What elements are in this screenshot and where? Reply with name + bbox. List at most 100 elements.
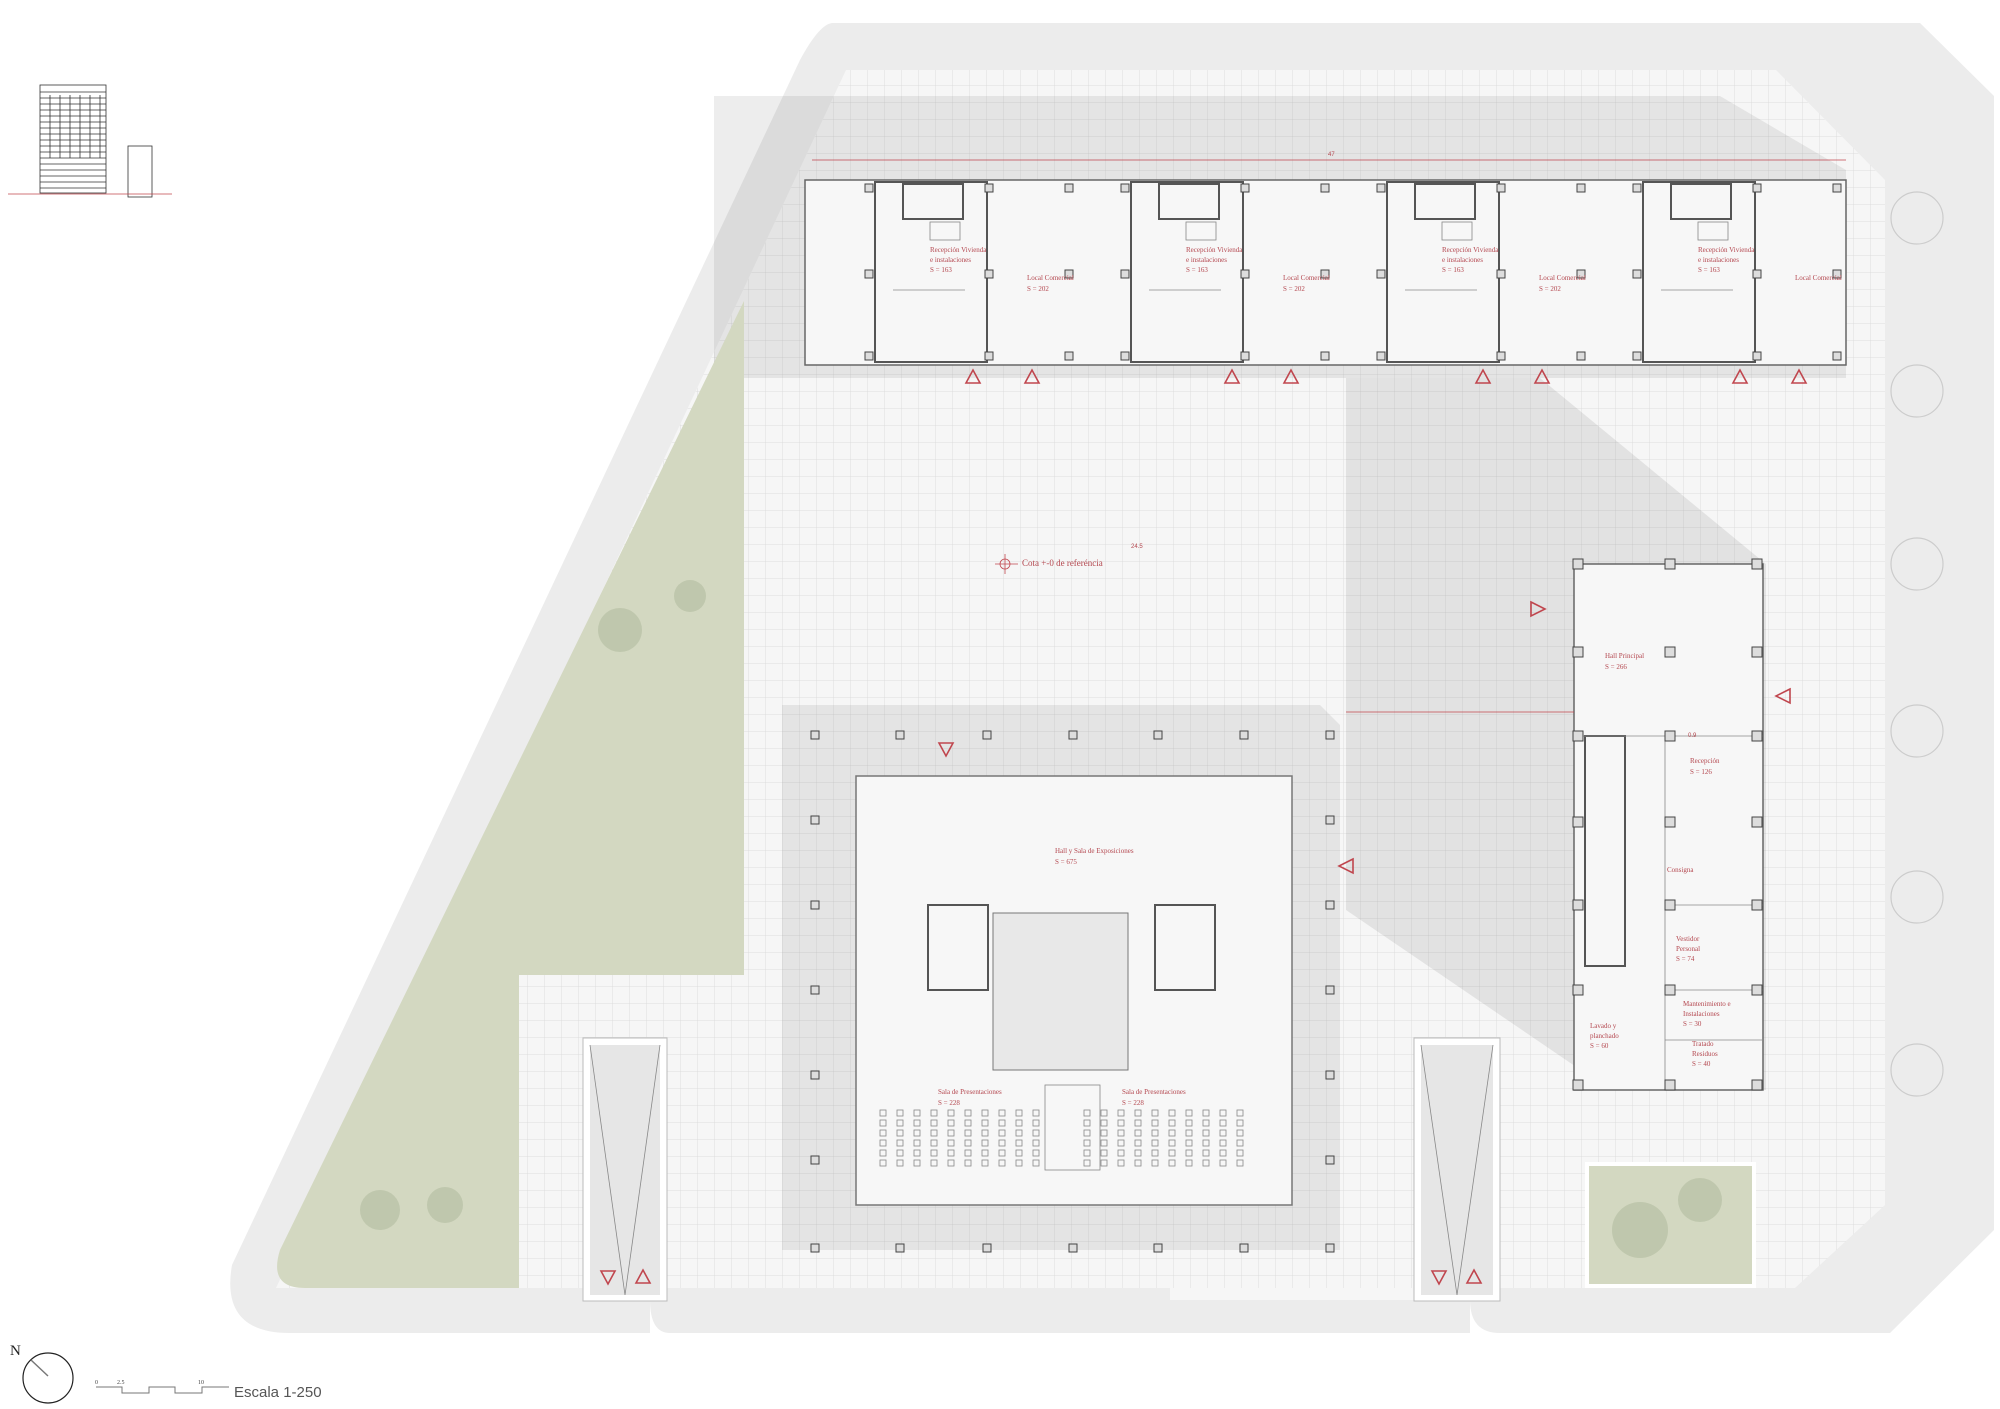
column [895, 1243, 905, 1253]
room-area: S = 60 [1590, 1042, 1609, 1050]
scale-title: Escala 1-250 [234, 1384, 322, 1401]
entrance-marker-icon [964, 368, 982, 384]
entrance-marker-icon [634, 1268, 652, 1284]
room-area: S = 30 [1683, 1020, 1702, 1028]
column [982, 1243, 992, 1253]
column [1120, 183, 1130, 193]
column [1325, 1243, 1335, 1253]
north-arrow: N [10, 1343, 74, 1404]
column [1572, 646, 1584, 658]
elevation-thumbnail [8, 84, 172, 198]
column [864, 183, 874, 193]
room-label: Local Comercial [1539, 274, 1586, 282]
column [1751, 984, 1763, 996]
reference-point-icon [995, 554, 1018, 574]
column [1572, 730, 1584, 742]
column [1576, 183, 1586, 193]
elevator-icon [1441, 221, 1473, 241]
column [1664, 899, 1676, 911]
column [1153, 1243, 1163, 1253]
entrance-marker-icon [1465, 1268, 1483, 1284]
column [1320, 351, 1330, 361]
elevator-icon [1185, 221, 1217, 241]
room-label: e instalaciones [1186, 256, 1227, 264]
room-label: Local Comercial [1283, 274, 1330, 282]
column [1068, 1243, 1078, 1253]
column [810, 815, 820, 825]
courtyard [992, 912, 1129, 1071]
column [1325, 1155, 1335, 1165]
room-area: S = 40 [1692, 1060, 1711, 1068]
entrance-marker-icon [1282, 368, 1300, 384]
column [1325, 900, 1335, 910]
column [1496, 183, 1506, 193]
column [1376, 183, 1386, 193]
column [1572, 558, 1584, 570]
room-label: Instalaciones [1683, 1010, 1720, 1018]
column [984, 269, 994, 279]
room-label: Vestidor [1676, 935, 1700, 943]
parking-ramp-right [1413, 1037, 1501, 1302]
column [1752, 351, 1762, 361]
column [895, 730, 905, 740]
room-label: Recepción [1690, 757, 1720, 765]
column [810, 985, 820, 995]
column [1664, 984, 1676, 996]
entrance-marker-icon [1774, 687, 1791, 705]
plaza-grid [276, 70, 1885, 1288]
column [1064, 269, 1074, 279]
room-label: Local Comercial [1027, 274, 1074, 282]
column [1325, 730, 1335, 740]
room-label: Mantenimiento e [1683, 1000, 1731, 1008]
room-area: S = 675 [1055, 858, 1077, 866]
column [810, 900, 820, 910]
column [1751, 730, 1763, 742]
room-label: Local Comercial [1795, 274, 1842, 282]
dimension-small: 0.9 [1688, 733, 1697, 739]
entrance-marker-icon [1530, 600, 1547, 618]
room-label: Lavado y [1590, 1022, 1617, 1030]
column [1664, 646, 1676, 658]
column [1376, 351, 1386, 361]
room-label: e instalaciones [1442, 256, 1483, 264]
room-label: Recepción Vivienda [1186, 246, 1243, 254]
column [1572, 899, 1584, 911]
column [1572, 1079, 1584, 1091]
room-label: Hall y Sala de Exposiciones [1055, 847, 1134, 855]
street-trees [1890, 191, 1944, 1097]
room-label: Sala de Presentaciones [938, 1088, 1002, 1096]
room-label: S = 163 [930, 266, 952, 274]
column [1664, 730, 1676, 742]
entrance-marker-icon [1474, 368, 1492, 384]
column [1572, 984, 1584, 996]
stair-icon [1414, 183, 1476, 220]
stair-icon [1158, 183, 1220, 220]
column [1832, 183, 1842, 193]
room-label: S = 202 [1283, 285, 1305, 293]
room-label: Recepción Vivienda [930, 246, 987, 254]
column [1239, 730, 1249, 740]
column [1751, 558, 1763, 570]
column [1496, 351, 1506, 361]
column [1325, 815, 1335, 825]
scale-tick: 10 [198, 1380, 204, 1386]
room-area: S = 74 [1676, 955, 1695, 963]
column [810, 1243, 820, 1253]
column [1325, 1070, 1335, 1080]
entrance-marker-icon [937, 742, 955, 758]
column [984, 183, 994, 193]
column [864, 351, 874, 361]
column [1153, 730, 1163, 740]
room-label: Hall Principal [1605, 652, 1644, 660]
column [1751, 646, 1763, 658]
column [1664, 816, 1676, 828]
dimension-center: 24.5 [1131, 544, 1143, 550]
column [810, 1155, 820, 1165]
column [1664, 558, 1676, 570]
green-area [277, 301, 744, 1288]
room-label: Recepción Vivienda [1442, 246, 1499, 254]
column [1240, 351, 1250, 361]
stair-icon [902, 183, 964, 220]
room-label: S = 163 [1442, 266, 1464, 274]
column [1751, 816, 1763, 828]
